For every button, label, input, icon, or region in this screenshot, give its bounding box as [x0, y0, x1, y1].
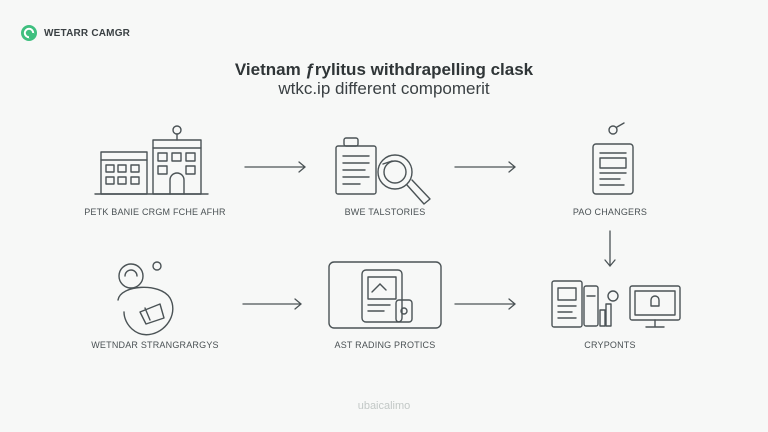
node-label-4: WETNDAR STRANGRARGYS — [91, 340, 219, 350]
brand-name: WETARR CAMGR — [44, 27, 131, 39]
bank-buildings-icon — [94, 125, 209, 195]
node-label-2: BWE TALSTORIES — [344, 207, 426, 217]
watermark: ubaicalimo — [357, 400, 411, 412]
trading-device-icon — [328, 261, 442, 329]
arrow-1 — [244, 161, 306, 173]
brand: WETARR CAMGR — [20, 24, 130, 42]
page-subtitle: wtkc.ip different compomerit — [278, 79, 490, 98]
arrow-2 — [454, 161, 516, 173]
node-label-3: PAO CHANGERS — [572, 207, 648, 217]
document-magnifier-icon — [335, 137, 431, 205]
arrow-4 — [242, 298, 302, 310]
page-title: Vietnam ƒrylitus withdrapelling clask — [234, 60, 534, 79]
arrow-3 — [604, 230, 616, 267]
computer-devices-icon — [551, 280, 681, 328]
node-label-1: PETK BANIE CRGM FCHE AFHR — [84, 207, 226, 217]
arrow-5 — [454, 298, 516, 310]
node-label-6: CRYPONTS — [584, 340, 636, 350]
person-wallet-icon — [117, 261, 174, 336]
node-label-5: AST RADING PROTICS — [334, 340, 436, 350]
mobile-form-icon — [592, 122, 634, 195]
brand-logo-icon — [21, 25, 37, 41]
